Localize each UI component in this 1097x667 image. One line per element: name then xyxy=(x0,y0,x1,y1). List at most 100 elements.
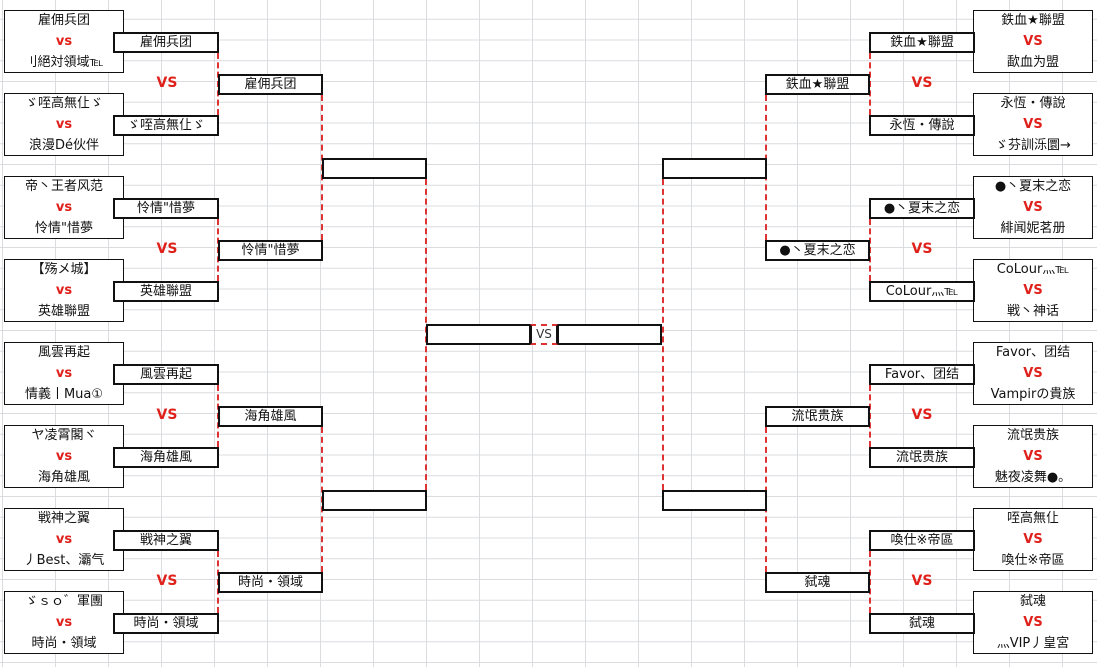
bracket-connector xyxy=(869,384,871,447)
match-vs-label: vs xyxy=(55,282,73,298)
semifinal-slot xyxy=(322,490,427,511)
round1-winner: 戦神之翼 xyxy=(113,529,219,551)
team-b-name: 時尚・領域 xyxy=(31,635,97,651)
bracket-connector xyxy=(869,218,871,281)
final-slot xyxy=(557,324,662,345)
round2-winner: 時尚・領域 xyxy=(218,571,323,593)
round2-vs-label: VS xyxy=(911,75,933,92)
team-a-name: 流氓贵族 xyxy=(1006,428,1059,443)
bracket-connector xyxy=(869,550,871,613)
team-a-name: ゞｓｏ゛軍團 xyxy=(24,594,103,609)
team-a-name: Favor、团结 xyxy=(995,345,1071,360)
team-a-name: 戦神之翼 xyxy=(37,511,90,526)
match-box: 雇佣兵团 vs 刂絕対領域℡ xyxy=(4,10,124,74)
round2-winner: 流氓贵族 xyxy=(765,405,870,427)
match-vs-label: VS xyxy=(1023,282,1043,298)
round2-winner: 雇佣兵团 xyxy=(218,73,323,95)
team-b-name: 浪漫Dé伙伴 xyxy=(28,137,99,153)
team-b-name: 魅夜凌舞●。 xyxy=(994,469,1072,485)
match-box: ゞ咥高無仩ゞ vs 浪漫Dé伙伴 xyxy=(4,93,124,157)
round2-vs-label: VS xyxy=(156,241,178,258)
final-slot xyxy=(426,324,531,345)
match-vs-label: vs xyxy=(55,531,73,547)
team-b-name: 海角雄風 xyxy=(37,469,90,485)
round2-winner: ●丶夏末之恋 xyxy=(765,239,870,261)
team-b-name: 灬VIP丿皇宮 xyxy=(996,635,1070,651)
team-a-name: 鉄血★聯盟 xyxy=(1001,13,1065,28)
match-vs-label: vs xyxy=(55,614,73,630)
match-box: 風雲再起 vs 情義丨Mua① xyxy=(4,342,124,406)
match-box: 流氓贵族 VS 魅夜凌舞●。 xyxy=(973,425,1093,489)
match-vs-label: VS xyxy=(1023,531,1043,547)
round1-winner: CoLour灬℡ xyxy=(869,280,975,302)
match-box: 永恆・傳說 VS ゞ芬訓泺圜→ xyxy=(973,93,1093,157)
team-b-name: 情義丨Mua① xyxy=(24,386,104,402)
match-box: 弑魂 VS 灬VIP丿皇宮 xyxy=(973,591,1093,655)
team-b-name: 英雄聯盟 xyxy=(37,303,90,319)
match-vs-label: VS xyxy=(1023,614,1043,630)
round1-winner: 風雲再起 xyxy=(113,363,219,385)
match-box: 戦神之翼 vs 丿Best、灞气 xyxy=(4,508,124,572)
match-vs-label: vs xyxy=(55,116,73,132)
bracket-connector xyxy=(869,52,871,115)
round2-winner: 怜情"惜夢 xyxy=(218,239,323,261)
match-box: ゞｓｏ゛軍團 vs 時尚・領域 xyxy=(4,591,124,655)
round2-vs-label: VS xyxy=(911,407,933,424)
match-vs-label: vs xyxy=(55,199,73,215)
team-b-name: 緋闻妮茗册 xyxy=(1000,220,1066,236)
team-b-name: 歃血为盟 xyxy=(1006,54,1059,70)
team-a-name: 弑魂 xyxy=(1019,594,1046,609)
round1-winner: ゞ咥高無仩ゞ xyxy=(113,114,219,136)
round1-winner: 喚仕※帝區 xyxy=(869,529,975,551)
round1-winner: 鉄血★聯盟 xyxy=(869,31,975,53)
team-a-name: 帝丶王者风范 xyxy=(24,179,103,194)
round2-vs-label: VS xyxy=(911,573,933,590)
team-a-name: 永恆・傳說 xyxy=(1000,96,1066,111)
team-b-name: ゞ芬訓泺圜→ xyxy=(995,137,1071,153)
match-vs-label: VS xyxy=(1023,116,1043,132)
team-a-name: 咥高無仩 xyxy=(1006,511,1059,526)
match-vs-label: VS xyxy=(1023,199,1043,215)
team-a-name: ゞ咥高無仩ゞ xyxy=(24,96,103,111)
round1-winner: 弑魂 xyxy=(869,612,975,634)
round1-winner: 時尚・領域 xyxy=(113,612,219,634)
round2-winner: 海角雄風 xyxy=(218,405,323,427)
round2-vs-label: VS xyxy=(156,573,178,590)
round1-winner: 怜情"惜夢 xyxy=(113,197,219,219)
round2-vs-label: VS xyxy=(911,241,933,258)
team-a-name: ヤ凌霄閣ヾ xyxy=(31,428,97,443)
semifinal-slot xyxy=(322,158,427,179)
semifinal-slot xyxy=(662,490,767,511)
round1-winner: 雇佣兵团 xyxy=(113,31,219,53)
match-box: 鉄血★聯盟 VS 歃血为盟 xyxy=(973,10,1093,74)
team-a-name: CoLour灬℡ xyxy=(996,262,1070,277)
match-vs-label: vs xyxy=(55,365,73,381)
match-vs-label: vs xyxy=(55,448,73,464)
round1-winner: Favor、团结 xyxy=(869,363,975,385)
match-vs-label: VS xyxy=(1023,448,1043,464)
bracket-connector xyxy=(662,179,664,490)
round1-winner: 英雄聯盟 xyxy=(113,280,219,302)
team-a-name: 風雲再起 xyxy=(37,345,90,360)
final-vs-label: VS xyxy=(530,324,558,345)
match-vs-label: VS xyxy=(1023,365,1043,381)
match-vs-label: vs xyxy=(55,33,73,49)
match-vs-label: VS xyxy=(1023,33,1043,49)
match-box: ヤ凌霄閣ヾ vs 海角雄風 xyxy=(4,425,124,489)
round1-winner: 海角雄風 xyxy=(113,446,219,468)
team-b-name: 戦丶神话 xyxy=(1006,303,1059,319)
round2-vs-label: VS xyxy=(156,75,178,92)
team-a-name: ●丶夏末之恋 xyxy=(994,179,1072,194)
semifinal-slot xyxy=(662,158,767,179)
team-b-name: 丿Best、灞气 xyxy=(23,552,105,568)
team-a-name: 雇佣兵团 xyxy=(37,13,90,28)
match-box: CoLour灬℡ VS 戦丶神话 xyxy=(973,259,1093,323)
round2-vs-label: VS xyxy=(156,407,178,424)
round1-winner: 永恆・傳說 xyxy=(869,114,975,136)
round2-winner: 弑魂 xyxy=(765,571,870,593)
team-b-name: 刂絕対領域℡ xyxy=(24,54,104,70)
